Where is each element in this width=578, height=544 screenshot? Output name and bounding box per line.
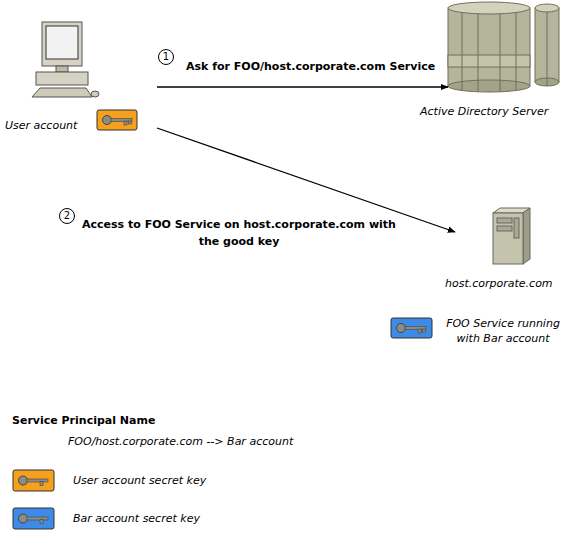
key-head	[103, 116, 112, 125]
server-body	[448, 8, 530, 86]
server-ring	[448, 55, 530, 67]
node-label: Active Directory Server	[420, 104, 548, 119]
bar-key-icon	[391, 318, 432, 338]
node-label: User account	[5, 118, 77, 133]
keyboard	[32, 88, 92, 97]
server-groove	[478, 14, 479, 92]
computer-icon	[32, 22, 99, 97]
server-groove	[516, 13, 517, 90]
legend-swatches	[13, 470, 54, 529]
server-groove	[462, 13, 463, 90]
callout-number: 1	[158, 49, 174, 65]
section-heading: Service Principal Name	[12, 413, 262, 428]
key-tooth	[423, 329, 426, 332]
key-head	[19, 476, 28, 485]
monitor	[42, 22, 82, 66]
server-groove	[500, 14, 501, 92]
server-groove	[547, 12, 548, 86]
directory-server-icon	[448, 2, 559, 92]
key-shaft	[27, 517, 48, 520]
callout-number: 2	[59, 208, 75, 224]
legend-swatch	[13, 470, 54, 491]
key-background	[97, 110, 137, 130]
legend-label: User account secret key	[73, 473, 206, 488]
key-note: FOO Service running with Bar account	[436, 316, 570, 346]
key-tooth	[418, 329, 421, 333]
computer-case	[36, 72, 88, 85]
mouse	[91, 91, 99, 97]
device-node: Active Directory Server	[448, 0, 570, 120]
key-tooth	[40, 520, 43, 524]
device-node: User account	[2, 18, 157, 134]
legend-key-icon	[13, 470, 54, 491]
key-tooth	[129, 121, 132, 124]
edge-label: Ask for FOO/host.corporate.com Service	[186, 58, 486, 75]
server-side-top	[535, 4, 559, 12]
key-shaft	[27, 479, 48, 482]
node-label: host.corporate.com	[445, 276, 553, 291]
server-top	[448, 2, 530, 14]
edge-label: Access to FOO Service on host.corporate.…	[80, 216, 398, 250]
drive-bay	[497, 218, 512, 223]
drive-bay	[497, 226, 512, 231]
device-node: host.corporate.com	[455, 205, 565, 290]
legend-swatch	[13, 508, 54, 529]
tower-side	[523, 208, 530, 264]
tower-panel	[514, 218, 519, 238]
legend-key-icon	[13, 508, 54, 529]
tower-front	[493, 213, 523, 264]
monitor-neck	[56, 66, 68, 72]
arrow-connector	[157, 128, 455, 232]
key-head	[397, 324, 406, 333]
arrow-connector	[157, 86, 448, 87]
key-background	[391, 318, 432, 338]
host-tower-icon	[493, 208, 530, 264]
key-head	[19, 514, 28, 523]
screen	[46, 26, 78, 59]
key-tooth	[40, 482, 43, 486]
server-bottom	[448, 80, 530, 92]
legend-label: Bar account secret key	[73, 511, 200, 526]
user-key-icon	[97, 110, 137, 130]
key-tooth	[124, 121, 127, 125]
mapping-note: FOO/host.corporate.com --> Bar account	[68, 434, 368, 449]
